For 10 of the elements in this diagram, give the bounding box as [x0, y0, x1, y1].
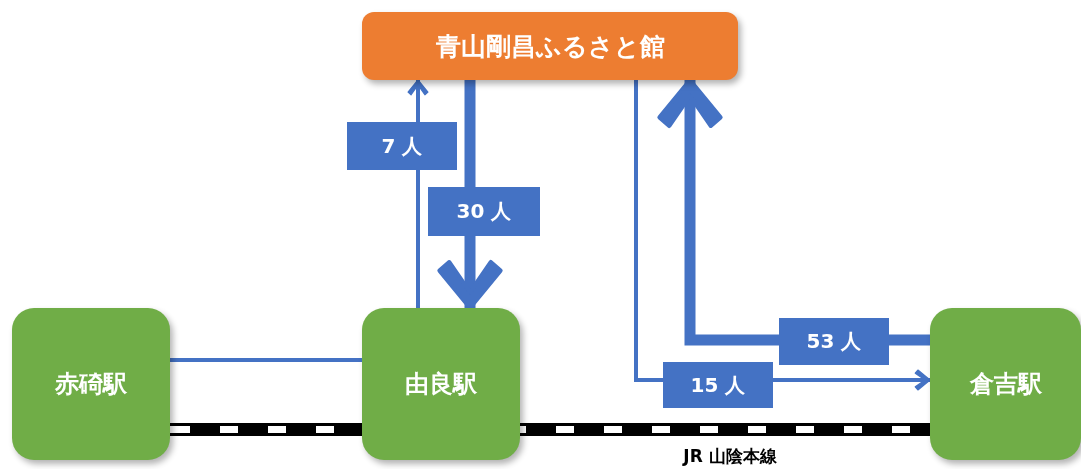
edge-label: 15 人 [663, 362, 773, 408]
edge-label: 30 人 [428, 187, 540, 236]
station-box: 倉吉駅 [930, 308, 1081, 460]
facility-box: 青山剛昌ふるさと館 [362, 12, 738, 80]
station-box: 由良駅 [362, 308, 520, 460]
connector-line [170, 358, 362, 362]
edge-label: 53 人 [779, 318, 889, 365]
railway-line-name: JR 山陰本線 [683, 446, 777, 466]
edge-label: 7 人 [347, 122, 457, 170]
station-box: 赤碕駅 [12, 308, 170, 460]
